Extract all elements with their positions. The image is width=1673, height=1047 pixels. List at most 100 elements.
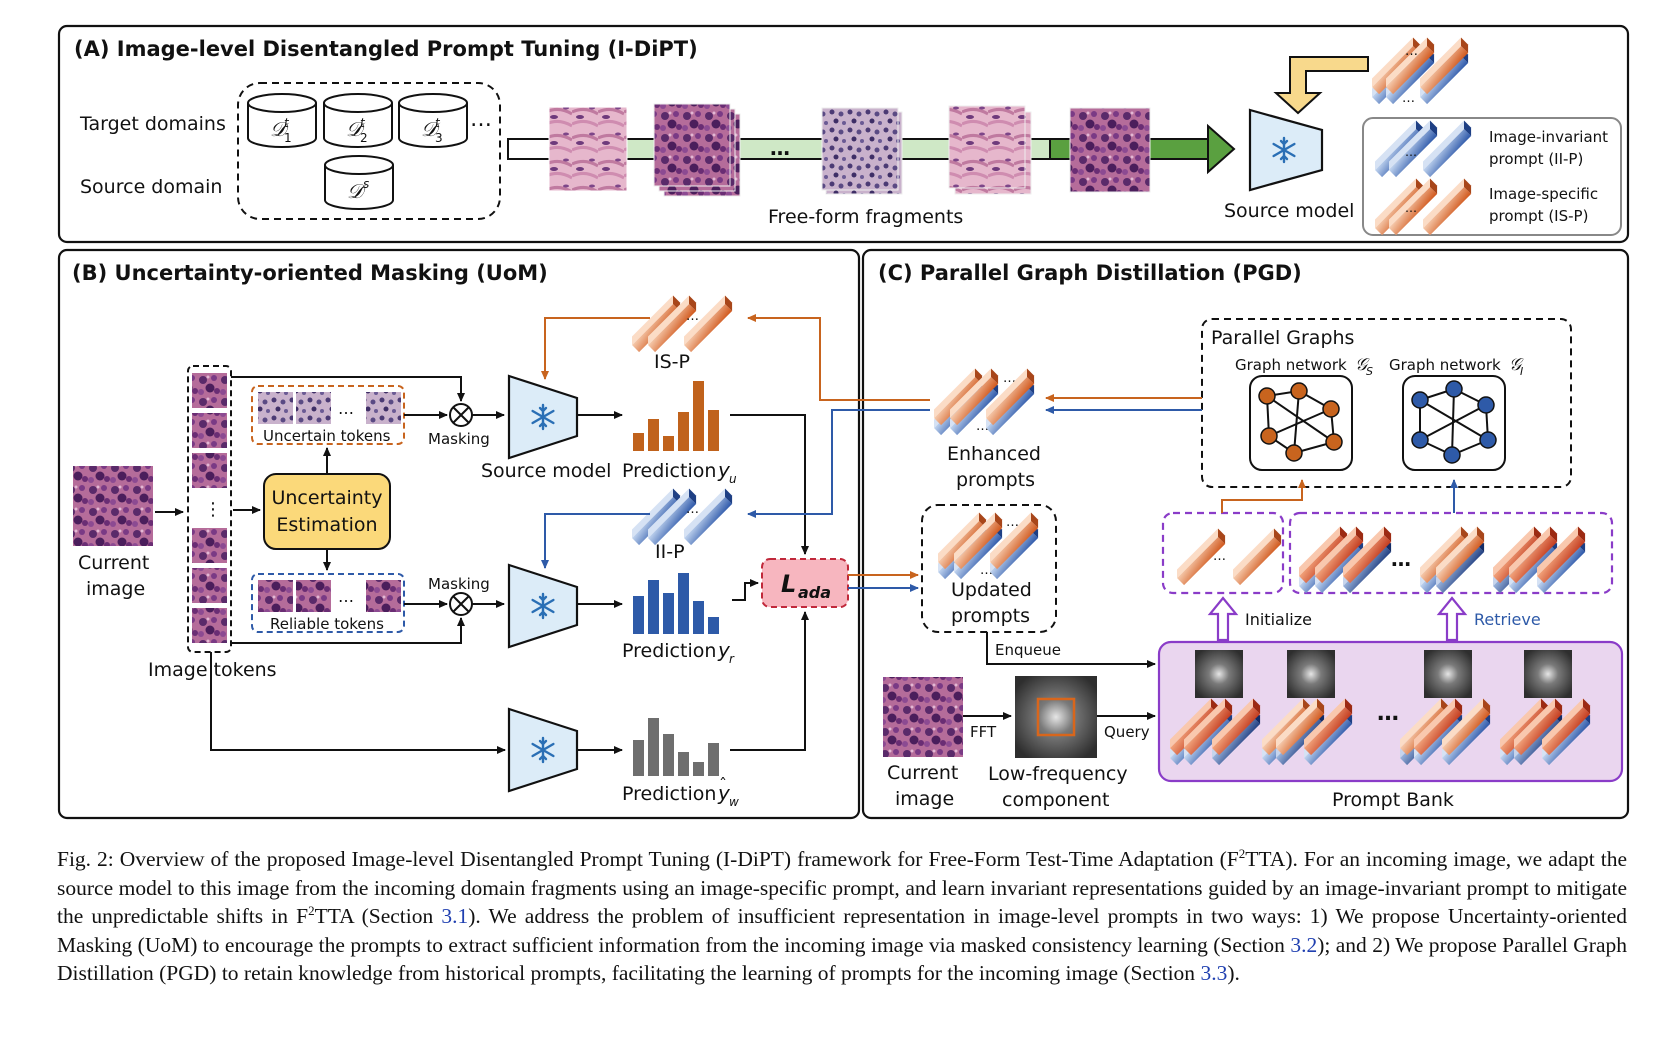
svg-text:t: t	[435, 116, 441, 130]
svg-text:3: 3	[435, 131, 443, 145]
legend-isp-icon: …	[1370, 178, 1476, 236]
enhanced-label-2: prompts	[956, 469, 1035, 491]
svg-text:1: 1	[284, 131, 292, 145]
lowfreq-label-1: Low-frequency	[988, 763, 1128, 785]
svg-text:t: t	[360, 116, 366, 130]
graph-s-icon	[1249, 375, 1353, 471]
prompt-bank-entries: …	[1165, 698, 1595, 766]
legend-isp-line1: Image-specific	[1489, 185, 1598, 203]
svg-text:𝒢: 𝒢	[1509, 355, 1524, 375]
svg-text:y: y	[717, 458, 731, 482]
svg-text:…: …	[1213, 549, 1226, 564]
svg-text:ˆ: ˆ	[719, 775, 727, 794]
svg-text:…: …	[1405, 201, 1417, 215]
svg-text:2: 2	[360, 131, 368, 145]
prediction-yw-bars	[633, 718, 719, 776]
domain-container	[237, 82, 501, 220]
initialize-arrow	[1207, 596, 1239, 642]
panel-c: (C) Parallel Graph Distillation (PGD) Pa…	[747, 248, 1630, 820]
parallel-graphs-box	[1201, 318, 1572, 488]
image-tokens-column	[187, 365, 232, 653]
low-frequency-crop	[1036, 697, 1076, 737]
low-frequency-image	[1015, 676, 1097, 758]
init-prompts-icon: …	[1172, 528, 1286, 586]
retrieve-arrow	[1436, 596, 1468, 642]
uncertainty-estimation-box	[263, 473, 391, 550]
svg-text:𝒟: 𝒟	[346, 117, 366, 141]
reliable-tokens-label: Reliable tokens	[270, 615, 384, 633]
svg-text:I: I	[1520, 365, 1523, 378]
fft-label: FFT	[970, 723, 997, 741]
updated-label-2: prompts	[951, 605, 1030, 627]
svg-text:…: …	[1377, 701, 1399, 726]
updated-label-1: Updated	[951, 579, 1032, 601]
figure-caption: Fig. 2: Overview of the proposed Image-l…	[57, 845, 1628, 985]
target-domain-1-icon: 𝒟 t 1	[247, 93, 317, 148]
svg-text:ada: ada	[798, 583, 831, 602]
svg-text:…: …	[338, 587, 354, 606]
svg-text:…: …	[770, 136, 790, 160]
svg-text:…: …	[1402, 91, 1415, 106]
svg-text:…: …	[1405, 44, 1418, 59]
svg-text:u: u	[729, 472, 737, 486]
panel-b: (B) Uncertainty-oriented Masking (UoM) C…	[57, 248, 861, 820]
retrieved-prompts-icon: …	[1294, 526, 1590, 594]
section-ref-3-3[interactable]: 3.3	[1200, 961, 1228, 985]
svg-text:S: S	[1366, 365, 1373, 378]
iip-prompt-b: …	[627, 488, 737, 546]
current-image-b-label-2: image	[86, 578, 145, 600]
masking-bottom-label: Masking	[428, 575, 490, 593]
svg-text:Prediction: Prediction	[622, 460, 716, 482]
uncertainty-label-2: Estimation	[276, 514, 377, 536]
target-domains-label: Target domains	[79, 113, 226, 135]
panel-a-title: (A) Image-level Disentangled Prompt Tuni…	[74, 37, 698, 61]
fragment-2-image	[653, 103, 741, 197]
legend-iip-icon: …	[1370, 120, 1476, 178]
source-model-b-bottom	[509, 709, 577, 791]
updated-prompts-icon: … …	[933, 512, 1043, 580]
svg-text:…: …	[1405, 145, 1417, 159]
prompt-bank-label: Prompt Bank	[1332, 789, 1454, 811]
prediction-yr-bars	[633, 573, 719, 634]
graph-i-icon	[1402, 375, 1506, 471]
current-image-c	[883, 677, 963, 757]
target-domain-2-icon: 𝒟 t 2	[323, 93, 393, 148]
masking-op-top	[449, 403, 473, 427]
fragments-label: Free-form fragments	[768, 206, 963, 228]
loss-label: L ada	[781, 570, 831, 602]
svg-text:…: …	[1391, 547, 1411, 571]
source-model-b-top	[509, 376, 577, 458]
updated-prompts-box	[921, 504, 1057, 633]
svg-text:w: w	[729, 795, 739, 809]
combined-prompt-stack: … …	[1367, 37, 1473, 106]
prediction-yu-label: Prediction y u	[622, 458, 737, 486]
retrieved-prompts-box	[1288, 511, 1614, 595]
svg-text:Prediction: Prediction	[622, 783, 716, 805]
svg-text:r: r	[729, 652, 735, 666]
iip-label: II-P	[655, 541, 685, 563]
current-image-c-label-1: Current	[887, 762, 958, 784]
panel-b-title: (B) Uncertainty-oriented Masking (UoM)	[72, 261, 548, 285]
panel-c-title: (C) Parallel Graph Distillation (PGD)	[878, 261, 1302, 285]
section-ref-3-1[interactable]: 3.1	[441, 904, 469, 928]
graph-s-label: Graph network 𝒢 S	[1235, 355, 1373, 378]
source-domain-icon: 𝒟 s	[324, 155, 394, 210]
svg-text:…: …	[976, 419, 989, 434]
target-domain-3-icon: 𝒟 t 3	[398, 93, 468, 148]
parallel-graphs-label: Parallel Graphs	[1211, 327, 1354, 349]
isp-label: IS-P	[654, 351, 690, 373]
masking-op-bottom	[449, 592, 473, 616]
svg-text:…: …	[686, 309, 699, 324]
svg-text:𝒟: 𝒟	[421, 117, 441, 141]
source-model-b-label: Source model	[481, 460, 611, 482]
prediction-yr-label: Prediction y r	[622, 638, 735, 666]
legend-iip-line1: Image-invariant	[1489, 128, 1608, 146]
current-image-b-label-1: Current	[78, 552, 149, 574]
svg-text:𝒢: 𝒢	[1355, 355, 1370, 375]
svg-text:⋮: ⋮	[204, 499, 222, 520]
prediction-yu-bars	[633, 381, 719, 451]
section-ref-3-2[interactable]: 3.2	[1290, 932, 1318, 957]
retrieve-label: Retrieve	[1474, 610, 1541, 629]
enhanced-prompts-icon: … …	[929, 368, 1039, 436]
